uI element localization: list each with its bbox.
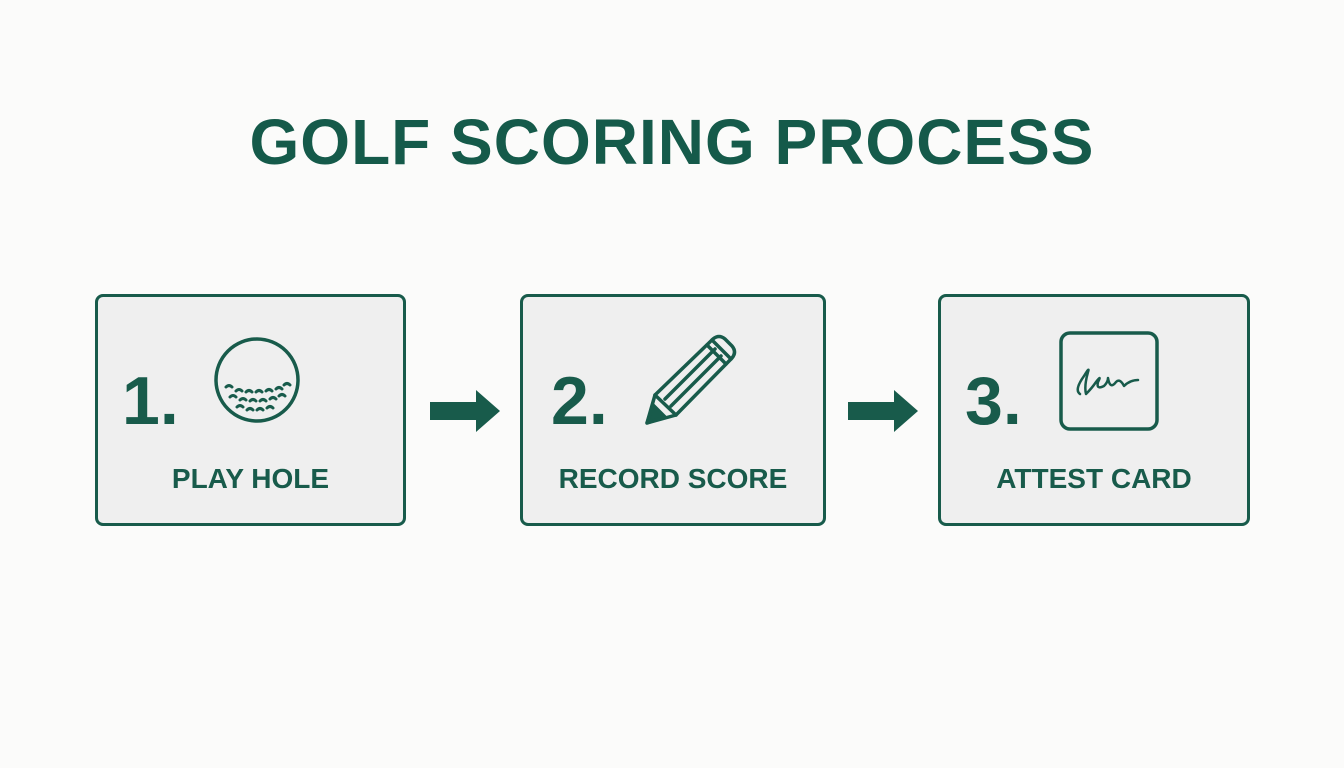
step-card-attest-card: 3. ATTEST CARD (938, 294, 1250, 526)
pencil-icon (645, 334, 737, 425)
step-card-play-hole: 1. PLAY HOLE (95, 294, 406, 526)
step-label: ATTEST CARD (996, 463, 1192, 494)
step-label: RECORD SCORE (558, 463, 788, 494)
arrow-right-icon (848, 390, 918, 432)
step-number: 3. (965, 363, 1022, 439)
signature-icon (1059, 331, 1159, 431)
step-number: 1. (122, 363, 179, 439)
diagram-title: GOLF SCORING PROCESS (249, 106, 1095, 178)
step-number: 2. (551, 363, 608, 439)
step-label: PLAY HOLE (171, 463, 330, 494)
golf-ball-icon (214, 337, 300, 423)
step-card-record-score: 2. RECORD SCORE (520, 294, 826, 526)
arrow-right-icon (430, 390, 500, 432)
